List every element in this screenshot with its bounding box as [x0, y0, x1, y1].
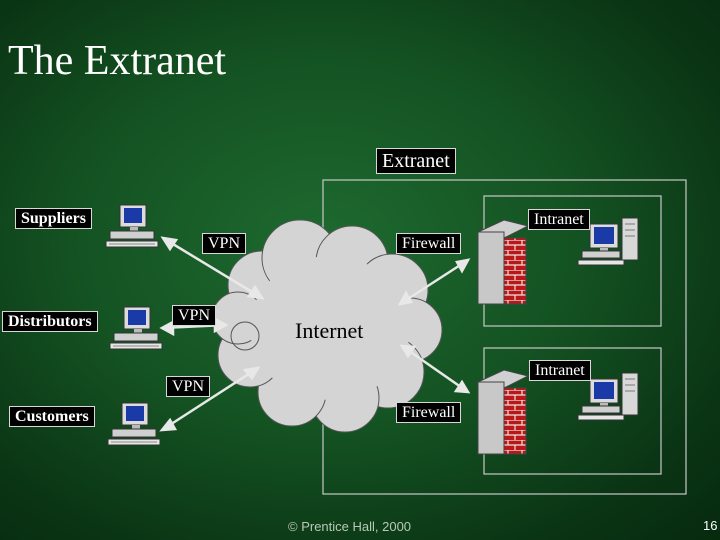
arrow-customers [161, 366, 259, 432]
computer-icon-distributors [109, 306, 163, 350]
internet-label: Internet [295, 318, 364, 343]
suppliers-label: Suppliers [15, 208, 92, 230]
copyright-footer: © Prentice Hall, 2000 [288, 519, 412, 534]
customers-label: Customers [9, 406, 95, 428]
arrow-firewall-top [399, 258, 469, 306]
computer-icon-customers [107, 402, 161, 446]
firewall-label-bottom: Firewall [396, 402, 462, 424]
distributors-label: Distributors [2, 311, 98, 333]
firewall-top [476, 219, 530, 305]
computer-icon-suppliers [105, 204, 159, 248]
vpn-label-customers: VPN [166, 376, 211, 398]
extranet-label: Extranet [376, 148, 456, 174]
arrow-firewall-bottom [401, 344, 469, 394]
internet-cloud-core [250, 256, 410, 400]
vpn-label-suppliers: VPN [202, 233, 247, 255]
vpn-label-distributors: VPN [172, 305, 217, 327]
page-number: 16 [703, 518, 718, 533]
cloud-detail [230, 321, 260, 351]
intranet-label-top: Intranet [528, 209, 590, 231]
intranet-label-bottom: Intranet [529, 360, 591, 382]
firewall-bottom [476, 369, 530, 455]
arrow-suppliers [162, 236, 263, 300]
firewall-label-top: Firewall [396, 233, 462, 255]
slide-title: The Extranet [8, 38, 227, 84]
